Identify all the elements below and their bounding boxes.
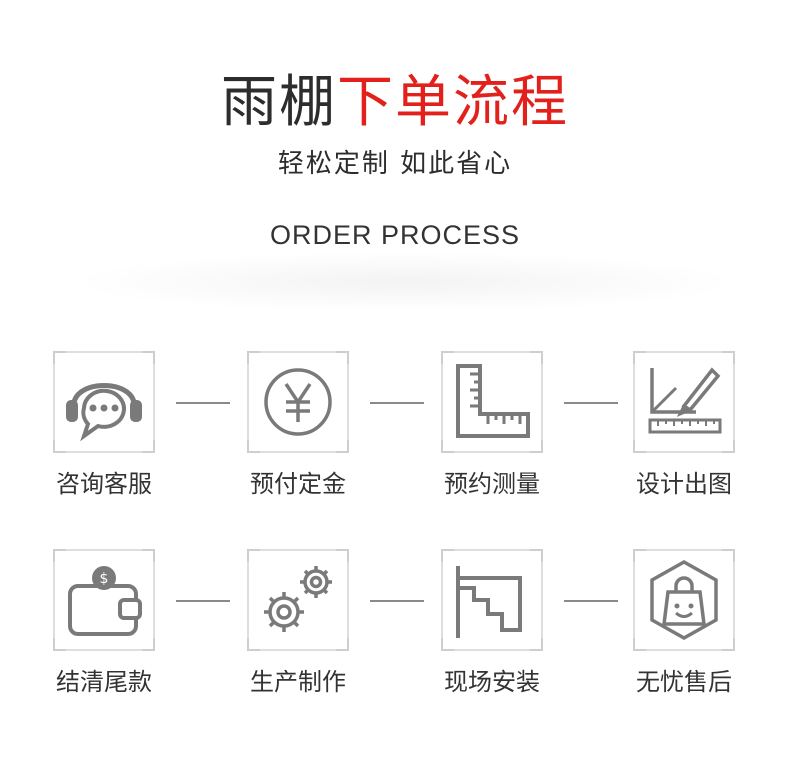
step-label: 结清尾款 bbox=[56, 668, 152, 696]
step-label: 预付定金 bbox=[250, 470, 346, 498]
page-title: 雨棚下单流程 bbox=[0, 68, 790, 138]
step-label: 设计出图 bbox=[636, 470, 732, 498]
page-subtitle: 轻松定制 如此省心 bbox=[277, 149, 513, 179]
step-label: 无忧售后 bbox=[636, 668, 732, 696]
step-frame bbox=[52, 350, 156, 454]
headset-chat-icon bbox=[66, 383, 142, 442]
step-frame bbox=[246, 548, 350, 652]
happy-bag-icon bbox=[650, 559, 718, 641]
ruler-square-icon bbox=[456, 364, 530, 438]
wallet-coin-icon: $ bbox=[68, 566, 142, 636]
english-heading: ORDER PROCESS bbox=[269, 220, 521, 250]
step-frame bbox=[632, 548, 736, 652]
connector-line bbox=[370, 402, 424, 404]
step-frame bbox=[440, 548, 544, 652]
stairs-install-icon bbox=[456, 566, 522, 638]
step-label: 生产制作 bbox=[250, 668, 346, 696]
step-frame bbox=[440, 350, 544, 454]
connector-line bbox=[176, 600, 230, 602]
connector-line bbox=[564, 600, 618, 602]
step-frame: $ bbox=[52, 548, 156, 652]
decorative-haze bbox=[70, 252, 740, 312]
step-label: 现场安装 bbox=[444, 668, 540, 696]
title-dark: 雨棚 bbox=[221, 70, 337, 135]
dollar-glyph: $ bbox=[100, 571, 109, 587]
step-label: 预约测量 bbox=[444, 470, 540, 498]
step-label: 咨询客服 bbox=[56, 470, 152, 498]
step-frame bbox=[632, 350, 736, 454]
connector-line bbox=[370, 600, 424, 602]
title-red: 下单流程 bbox=[337, 70, 569, 135]
connector-line bbox=[176, 402, 230, 404]
design-pen-ruler-icon bbox=[648, 367, 722, 434]
yen-coin-icon bbox=[264, 368, 332, 436]
step-frame bbox=[246, 350, 350, 454]
gears-icon bbox=[264, 566, 332, 632]
connector-line bbox=[564, 402, 618, 404]
